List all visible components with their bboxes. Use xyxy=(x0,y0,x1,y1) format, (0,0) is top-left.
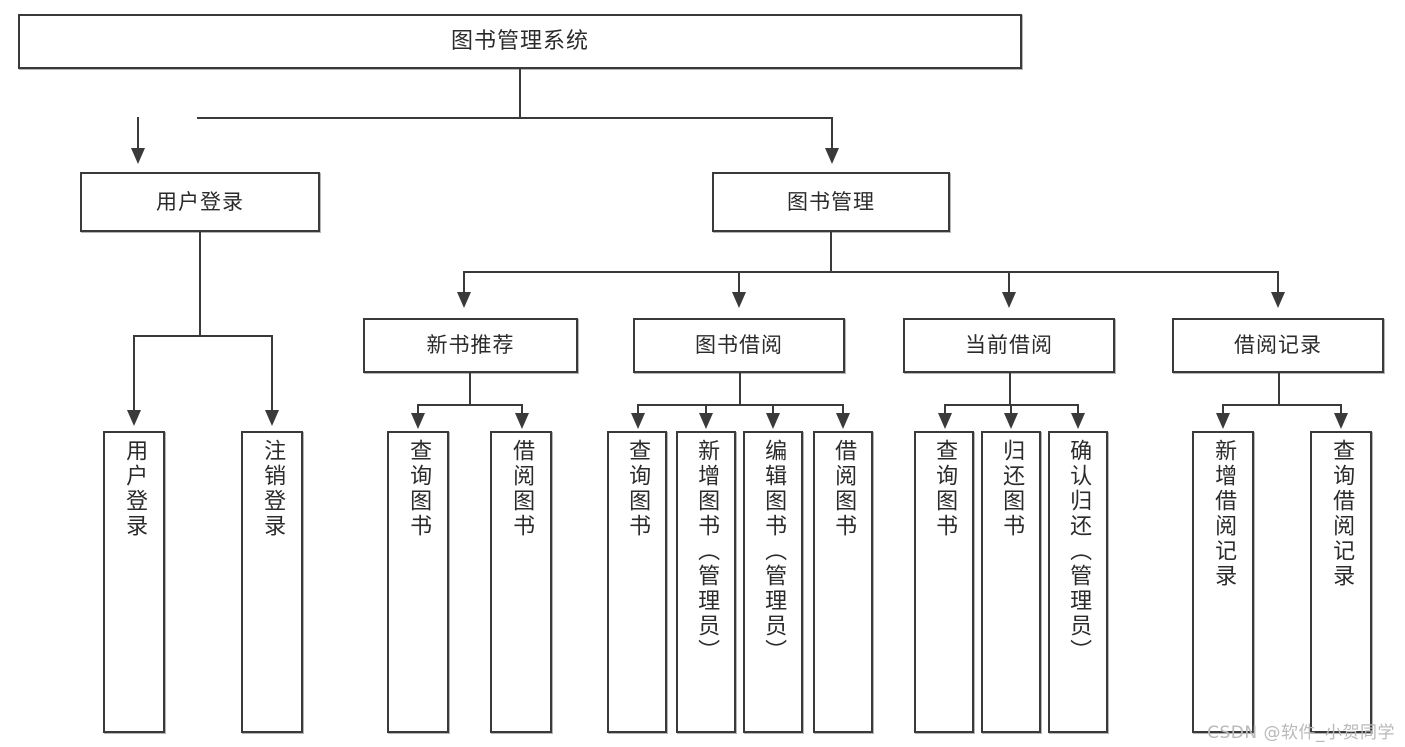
node-book-management[interactable]: 图书管理 xyxy=(712,172,950,232)
arrow-book-mgmt-to-book-borrow xyxy=(732,292,746,308)
leaf-user-login[interactable]: 用户登录 xyxy=(103,431,165,733)
node-label: 借阅图书 xyxy=(509,439,535,539)
leaf-new-book-borrow[interactable]: 借阅图书 xyxy=(490,431,552,733)
node-label: 查询借阅记录 xyxy=(1329,439,1355,589)
leaf-current-query-book[interactable]: 查询图书 xyxy=(914,431,974,733)
node-label: 查询图书 xyxy=(625,439,651,539)
edge-book-borrow-drop-2 xyxy=(705,404,707,416)
edge-book-borrow-drop-4 xyxy=(842,404,844,416)
arrow-current-borrow-leaf-3 xyxy=(1071,413,1085,429)
node-label: 图书管理系统 xyxy=(450,28,589,54)
node-label: 新增图书（管理员） xyxy=(694,439,720,664)
arrow-user-login-leaf-2 xyxy=(265,410,279,426)
node-label: 当前借阅 xyxy=(965,333,1053,358)
arrow-book-borrow-leaf-3 xyxy=(766,413,780,429)
node-book-borrow[interactable]: 图书借阅 xyxy=(633,318,845,373)
leaf-edit-book-admin[interactable]: 编辑图书（管理员） xyxy=(743,431,803,733)
node-root-system[interactable]: 图书管理系统 xyxy=(18,14,1022,69)
edge-new-book-bus xyxy=(417,404,523,406)
node-label: 归还图书 xyxy=(999,439,1025,539)
node-label: 查询图书 xyxy=(932,439,958,539)
node-label: 新书推荐 xyxy=(426,333,515,358)
arrow-new-book-leaf-1 xyxy=(411,413,425,429)
node-user-login[interactable]: 用户登录 xyxy=(80,172,320,232)
edge-book-borrow-drop-3 xyxy=(772,404,774,416)
edge-current-borrow-drop-1 xyxy=(944,404,946,416)
arrow-borrow-record-leaf-2 xyxy=(1334,413,1348,429)
node-label: 确认归还（管理员） xyxy=(1066,439,1092,664)
arrow-book-borrow-leaf-2 xyxy=(699,413,713,429)
node-label: 用户登录 xyxy=(156,189,244,214)
edge-root-stem xyxy=(519,69,521,117)
node-new-book-recommend[interactable]: 新书推荐 xyxy=(363,318,578,373)
arrow-current-borrow-leaf-2 xyxy=(1004,413,1018,429)
edge-book-borrow-bus xyxy=(637,404,844,406)
node-label: 借阅图书 xyxy=(831,439,857,539)
arrow-root-to-user-login xyxy=(131,148,145,164)
arrow-book-mgmt-to-current-borrow xyxy=(1002,292,1016,308)
node-borrow-record[interactable]: 借阅记录 xyxy=(1172,318,1384,373)
edge-book-mgmt-drop-4 xyxy=(1277,271,1279,295)
edge-book-mgmt-drop-1 xyxy=(463,271,465,295)
edge-current-borrow-drop-3 xyxy=(1077,404,1079,416)
arrow-book-borrow-leaf-1 xyxy=(631,413,645,429)
arrow-book-mgmt-to-borrow-record xyxy=(1271,292,1285,308)
node-current-borrow[interactable]: 当前借阅 xyxy=(903,318,1115,373)
edge-user-login-drop-2 xyxy=(271,335,273,413)
edge-user-login-stem xyxy=(199,232,201,336)
edge-root-bus xyxy=(197,117,833,119)
node-label: 图书借阅 xyxy=(695,333,783,358)
node-label: 新增借阅记录 xyxy=(1211,439,1237,589)
node-label: 图书管理 xyxy=(787,189,875,214)
edge-borrow-record-stem xyxy=(1278,373,1280,405)
arrow-root-to-book-mgmt xyxy=(825,148,839,164)
leaf-logout[interactable]: 注销登录 xyxy=(241,431,303,733)
edge-book-mgmt-stem xyxy=(830,232,832,272)
node-label: 编辑图书（管理员） xyxy=(761,439,787,664)
edge-user-login-drop-1 xyxy=(133,335,135,413)
leaf-borrow-query-book[interactable]: 查询图书 xyxy=(607,431,667,733)
edge-root-to-user-login xyxy=(137,117,139,151)
leaf-new-book-query[interactable]: 查询图书 xyxy=(387,431,449,733)
node-label: 借阅记录 xyxy=(1234,333,1322,358)
edge-book-borrow-stem xyxy=(739,373,741,405)
node-label: 用户登录 xyxy=(122,439,148,539)
edge-root-to-book-mgmt xyxy=(831,117,833,151)
leaf-return-book[interactable]: 归还图书 xyxy=(981,431,1041,733)
edge-book-mgmt-drop-2 xyxy=(738,271,740,295)
edge-book-mgmt-bus xyxy=(463,271,1279,273)
arrow-borrow-record-leaf-1 xyxy=(1216,413,1230,429)
edge-new-book-drop-2 xyxy=(521,404,523,416)
edge-borrow-record-bus xyxy=(1222,404,1342,406)
arrow-book-mgmt-to-new-book xyxy=(457,292,471,308)
arrow-book-borrow-leaf-4 xyxy=(836,413,850,429)
node-label: 注销登录 xyxy=(260,439,286,539)
leaf-query-borrow-record[interactable]: 查询借阅记录 xyxy=(1310,431,1372,733)
edge-user-login-bus xyxy=(134,335,272,337)
edge-current-borrow-drop-2 xyxy=(1010,404,1012,416)
edge-borrow-record-drop-2 xyxy=(1340,404,1342,416)
leaf-add-book-admin[interactable]: 新增图书（管理员） xyxy=(676,431,736,733)
arrow-current-borrow-leaf-1 xyxy=(938,413,952,429)
arrow-user-login-leaf-1 xyxy=(127,410,141,426)
leaf-borrow-book[interactable]: 借阅图书 xyxy=(813,431,873,733)
leaf-add-borrow-record[interactable]: 新增借阅记录 xyxy=(1192,431,1254,733)
arrow-new-book-leaf-2 xyxy=(515,413,529,429)
edge-book-mgmt-drop-3 xyxy=(1008,271,1010,295)
edge-book-borrow-drop-1 xyxy=(637,404,639,416)
leaf-confirm-return-admin[interactable]: 确认归还（管理员） xyxy=(1048,431,1108,733)
node-label: 查询图书 xyxy=(406,439,432,539)
edge-new-book-drop-1 xyxy=(417,404,419,416)
edge-new-book-stem xyxy=(469,373,471,405)
edge-current-borrow-stem xyxy=(1009,373,1011,405)
edge-borrow-record-drop-1 xyxy=(1222,404,1224,416)
